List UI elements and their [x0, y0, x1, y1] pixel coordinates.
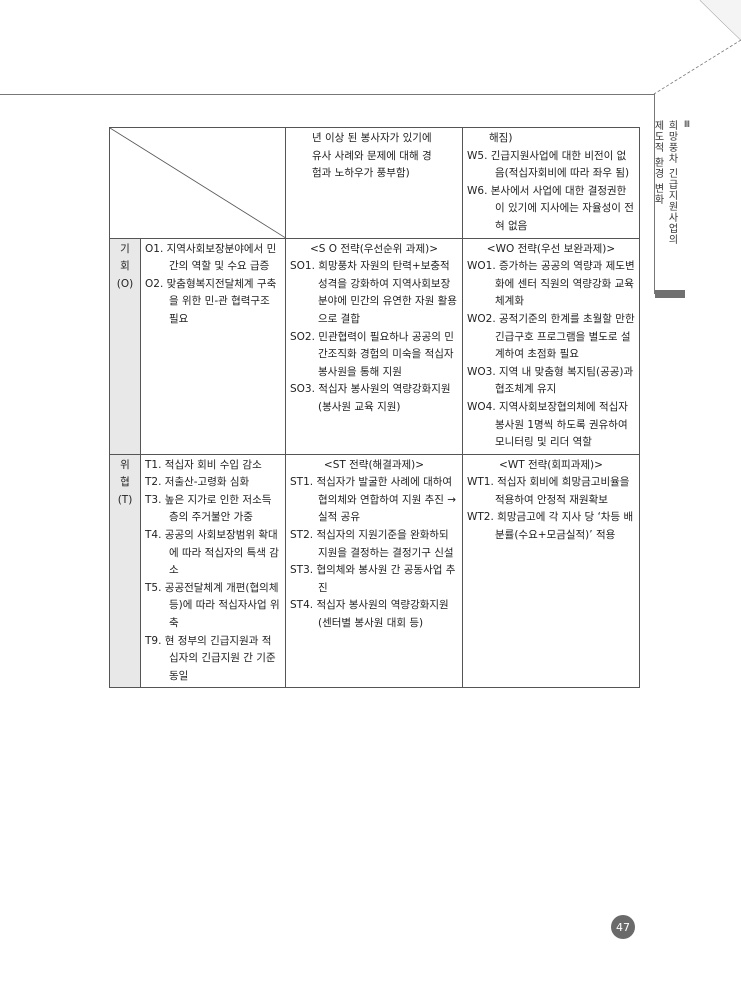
list-item: WT2. 희망금고에 각 지사 당 ‘차등 배분률(수요+모금실적)’ 적용	[467, 511, 634, 542]
wo-header: <WO 전략(우선 보완과제)>	[486, 242, 616, 255]
table-row-top: 년 이상 된 봉사자가 있기에 유사 사례와 문제에 대해 경 험과 노하우가 …	[109, 127, 640, 239]
list-item: O2. 맞춤형복지전달체계 구축을 위한 민-관 협력구조 필요	[145, 277, 277, 325]
wt-header: <WT 전략(회피과제)>	[499, 458, 603, 471]
list-item: WO1. 증가하는 공공의 역량과 제도변화에 센터 직원의 역량강화 교육 체…	[467, 260, 635, 308]
threat-row-label: 위 협 (T)	[109, 453, 141, 689]
strength-line: 년 이상 된 봉사자가 있기에	[312, 132, 432, 144]
list-item: SO1. 희망풍차 자원의 탄력+보충적 성격을 강화하여 지역사회보장 분야에…	[290, 260, 457, 325]
table-row-threat: 위 협 (T) T1. 적십자 회비 수입 감소 T2. 저출산-고령화 심화 …	[109, 453, 640, 689]
list-item: T5. 공공전달체계 개편(협의체 등)에 따라 적십자사업 위축	[145, 581, 280, 630]
list-item: T9. 현 정부의 긴급지원과 적십자의 긴급지원 간 기준 동일	[145, 634, 276, 682]
strength-line: 험과 노하우가 풍부함)	[312, 167, 410, 180]
list-item: WO2. 공적기준의 한계를 초월할 만한 긴급구호 프로그램을 별도로 설계하…	[467, 312, 635, 361]
table-row-opportunity: 기 회 (O) O1. 지역사회보장분야에서 민간의 역할 및 수요 급증 O2…	[109, 237, 640, 455]
list-item: ST2. 적십자의 지원기준을 완화하되 지원을 결정하는 결정기구 신설	[290, 529, 454, 559]
list-item: SO3. 적십자 봉사원의 역량강화지원(봉사원 교육 지원)	[290, 383, 451, 413]
list-item: T2. 저출산-고령화 심화	[145, 476, 250, 489]
swot-strategy-table: 년 이상 된 봉사자가 있기에 유사 사례와 문제에 대해 경 험과 노하우가 …	[109, 127, 640, 689]
chapter-side-tab: Ⅲ 희망풍차 긴급지원사업의 제도적 환경 변화	[652, 120, 692, 288]
opportunity-row-label: 기 회 (O)	[109, 237, 141, 455]
wo-strategy-cell: <WO 전략(우선 보완과제)> WO1. 증가하는 공공의 역량과 제도변화에…	[462, 237, 640, 455]
chapter-title-line-1: 희망풍차 긴급지원사업의	[666, 120, 677, 246]
threat-items-cell: T1. 적십자 회비 수입 감소 T2. 저출산-고령화 심화 T3. 높은 지…	[140, 453, 286, 689]
page-curl-decoration	[653, 0, 741, 95]
diagonal-header-cell	[109, 127, 286, 239]
list-item: O1. 지역사회보장분야에서 민간의 역할 및 수요 급증	[145, 242, 277, 273]
list-item: T3. 높은 지가로 인한 저소득층의 주거불안 가중	[145, 493, 272, 524]
list-item: WO3. 지역 내 맞춤형 복지팀(공공)과 협조체계 유지	[467, 365, 634, 396]
list-item: W5. 긴급지원사업에 대한 비전이 없음(적십자회비에 따라 좌우 됨)	[467, 149, 630, 180]
strength-line: 유사 사례와 문제에 대해 경	[312, 149, 432, 162]
chapter-tab-bar	[655, 290, 685, 298]
so-header: <S O 전략(우선순위 과제)>	[309, 242, 438, 255]
side-rule	[654, 94, 655, 294]
weakness-line: 해짐)	[489, 132, 513, 144]
list-item: T4. 공공의 사회보장범위 확대에 따라 적십자의 특색 감소	[145, 529, 279, 577]
diagonal-line	[110, 128, 285, 238]
list-item: SO2. 민관협력이 필요하나 공공의 민간조직화 경험의 미숙을 적십자 봉사…	[290, 330, 454, 378]
so-strategy-cell: <S O 전략(우선순위 과제)> SO1. 희망풍차 자원의 탄력+보충적 성…	[285, 237, 463, 455]
chapter-title-line-2: 제도적 환경 변화	[652, 120, 663, 206]
st-header: <ST 전략(해결과제)>	[323, 458, 425, 471]
strength-continuation-cell: 년 이상 된 봉사자가 있기에 유사 사례와 문제에 대해 경 험과 노하우가 …	[285, 127, 463, 239]
list-item: WT1. 적십자 회비에 희망금고비율을 적용하여 안정적 재원확보	[467, 476, 630, 506]
opportunity-items-cell: O1. 지역사회보장분야에서 민간의 역할 및 수요 급증 O2. 맞춤형복지전…	[140, 237, 286, 455]
st-strategy-cell: <ST 전략(해결과제)> ST1. 적십자가 발굴한 사례에 대하여 협의체와…	[285, 453, 463, 689]
list-item: T1. 적십자 회비 수입 감소	[145, 458, 262, 471]
weakness-continuation-cell: 해짐) W5. 긴급지원사업에 대한 비전이 없음(적십자회비에 따라 좌우 됨…	[462, 127, 640, 239]
wt-strategy-cell: <WT 전략(회피과제)> WT1. 적십자 회비에 희망금고비율을 적용하여 …	[462, 453, 640, 689]
list-item: ST4. 적십자 봉사원의 역량강화지원(센터별 봉사원 대회 등)	[290, 599, 449, 630]
list-item: ST1. 적십자가 발굴한 사례에 대하여 협의체와 연합하여 지원 추진 → …	[290, 476, 457, 524]
list-item: ST3. 협의체와 봉사원 간 공동사업 추진	[290, 564, 456, 594]
chapter-number: Ⅲ	[682, 120, 692, 130]
list-item: W6. 본사에서 사업에 대한 결정권한이 있기에 지사에는 자율성이 전혀 없…	[467, 184, 634, 232]
list-item: WO4. 지역사회보장협의체에 적십자 봉사원 1명씩 하도록 권유하여 모니터…	[467, 400, 628, 449]
page-number: 47	[611, 915, 635, 939]
header-rule	[0, 94, 654, 95]
